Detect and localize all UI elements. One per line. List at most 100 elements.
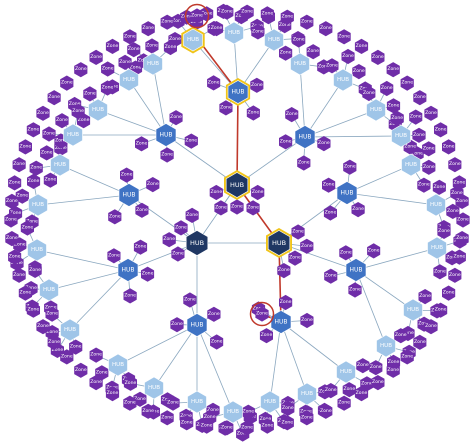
zone-node[interactable]: Zone (210, 334, 224, 350)
zone-node[interactable]: Zone (251, 184, 265, 201)
zone-node[interactable]: Zone (45, 306, 59, 322)
zone-node[interactable]: Zone (300, 238, 314, 254)
zone-node[interactable]: Zone (400, 349, 414, 365)
leaf-hub[interactable]: HUB (290, 52, 310, 76)
zone-node[interactable]: Zone (455, 193, 469, 209)
zone-node[interactable]: Zone (280, 415, 294, 431)
zone-node[interactable]: Zone (354, 386, 369, 402)
leaf-hub[interactable]: HUB (403, 298, 423, 322)
leaf-hub[interactable]: HUB (401, 153, 421, 177)
zone-node[interactable]: Zone (210, 21, 224, 37)
zone-node[interactable]: Zone (434, 122, 448, 138)
zone-node[interactable]: Zone (135, 136, 149, 152)
leaf-hub[interactable]: HUB (391, 124, 411, 148)
zone-node[interactable]: Zone (60, 75, 74, 91)
zone-node[interactable]: Zone (306, 44, 320, 60)
zone-node[interactable]: Zone (260, 418, 274, 434)
zone-node[interactable]: Zone (386, 98, 401, 114)
leaf-hub[interactable]: HUB (181, 26, 205, 54)
zone-node[interactable]: Zone (166, 395, 180, 411)
zone-node[interactable]: Zone (251, 24, 265, 40)
zone-node[interactable]: Zone (105, 38, 120, 54)
zone-node[interactable]: Zone (279, 134, 293, 150)
zone-node[interactable]: Zone (409, 109, 423, 125)
zone-node[interactable]: Zone (120, 167, 134, 183)
zone-node[interactable]: Zone (413, 334, 427, 350)
leaf-hub[interactable]: HUB (260, 390, 280, 414)
zone-node[interactable]: Zone (259, 328, 273, 344)
zone-node[interactable]: Zone (386, 362, 400, 378)
zone-node[interactable]: Zone (170, 317, 184, 333)
zone-node[interactable]: Zone (339, 245, 353, 261)
leaf-hub[interactable]: HUB (119, 68, 139, 92)
zone-node[interactable]: Zone (413, 90, 427, 106)
zone-node[interactable]: Zone (180, 415, 194, 431)
zone-node[interactable]: Zone (348, 282, 362, 298)
zone-node[interactable]: Zone (246, 105, 260, 121)
mid-hub[interactable]: HUB (118, 183, 140, 207)
zone-node[interactable]: Zone (105, 386, 120, 402)
zone-node[interactable]: Zone (55, 113, 69, 129)
zone-node[interactable]: Zone (18, 285, 32, 301)
zone-node[interactable]: Zone (43, 172, 57, 188)
zone-node[interactable]: Zone (288, 250, 302, 266)
zone-node[interactable]: Zone (180, 9, 194, 25)
zone-node[interactable]: Zone (352, 64, 366, 80)
leaf-hub[interactable]: HUB (297, 382, 317, 406)
leaf-hub[interactable]: HUB (366, 98, 386, 122)
zone-node[interactable]: Zone (279, 45, 293, 61)
zone-node[interactable]: Zone (319, 403, 333, 419)
zone-node[interactable]: Zone (324, 383, 338, 399)
zone-node[interactable]: Zone (83, 86, 97, 102)
zone-node[interactable]: Zone (390, 110, 404, 126)
zone-node[interactable]: Zone (422, 159, 436, 175)
zone-node[interactable]: Zone (255, 306, 269, 322)
zone-node[interactable]: Zone (285, 107, 299, 123)
zone-node[interactable]: Zone (422, 141, 436, 157)
zone-node[interactable]: Zone (442, 285, 456, 301)
zone-node[interactable]: Zone (250, 77, 264, 93)
zone-node[interactable]: Zone (123, 288, 137, 304)
zone-node[interactable]: Zone (230, 199, 244, 215)
zone-node[interactable]: Zone (292, 32, 306, 48)
mid-hub[interactable]: HUB (270, 310, 292, 334)
mid-hub[interactable]: HUB (345, 258, 367, 282)
zone-node[interactable]: Zone (47, 334, 61, 350)
zone-node[interactable]: Zone (26, 302, 40, 318)
zone-node[interactable]: Zone (432, 179, 446, 195)
core-hub-right[interactable]: HUB (266, 228, 292, 258)
zone-node[interactable]: Zone (351, 202, 365, 218)
zone-node[interactable]: Zone (127, 42, 141, 58)
zone-node[interactable]: Zone (369, 360, 383, 376)
zone-node[interactable]: Zone (190, 8, 204, 24)
zone-node[interactable]: Zone (18, 139, 32, 155)
zone-node[interactable]: Zone (362, 85, 376, 102)
zone-node[interactable]: Zone (386, 62, 400, 78)
zone-node[interactable]: Zone (207, 75, 221, 91)
zone-node[interactable]: Zone (123, 395, 137, 411)
zone-node[interactable]: Zone (448, 267, 462, 283)
zone-node[interactable]: Zone (163, 39, 177, 56)
zone-node[interactable]: Zone (5, 231, 19, 247)
leaf-hub[interactable]: HUB (376, 334, 396, 358)
zone-node[interactable]: Zone (160, 147, 174, 163)
leaf-hub[interactable]: HUB (143, 52, 163, 76)
zone-node[interactable]: Zone (74, 362, 88, 378)
mid-hub[interactable]: HUB (336, 181, 358, 205)
zone-node[interactable]: Zone (123, 29, 137, 45)
zone-node[interactable]: Zone (418, 289, 432, 305)
zone-node[interactable]: Zone (214, 200, 228, 216)
zone-node[interactable]: Zone (322, 177, 336, 193)
zone-node[interactable]: Zone (40, 145, 54, 161)
zone-node[interactable]: Zone (108, 209, 122, 225)
zone-node[interactable]: Zone (12, 267, 26, 283)
zone-node[interactable]: Zone (277, 263, 291, 279)
zone-node[interactable]: Zone (183, 292, 197, 308)
zone-node[interactable]: Zone (452, 175, 466, 191)
core-hub-center[interactable]: HUB (224, 170, 250, 200)
zone-node[interactable]: Zone (123, 375, 137, 391)
zone-node[interactable]: Zone (20, 220, 34, 236)
zone-node[interactable]: Zone (12, 157, 26, 173)
zone-node[interactable]: Zone (135, 202, 149, 218)
zone-node[interactable]: Zone (325, 58, 339, 74)
